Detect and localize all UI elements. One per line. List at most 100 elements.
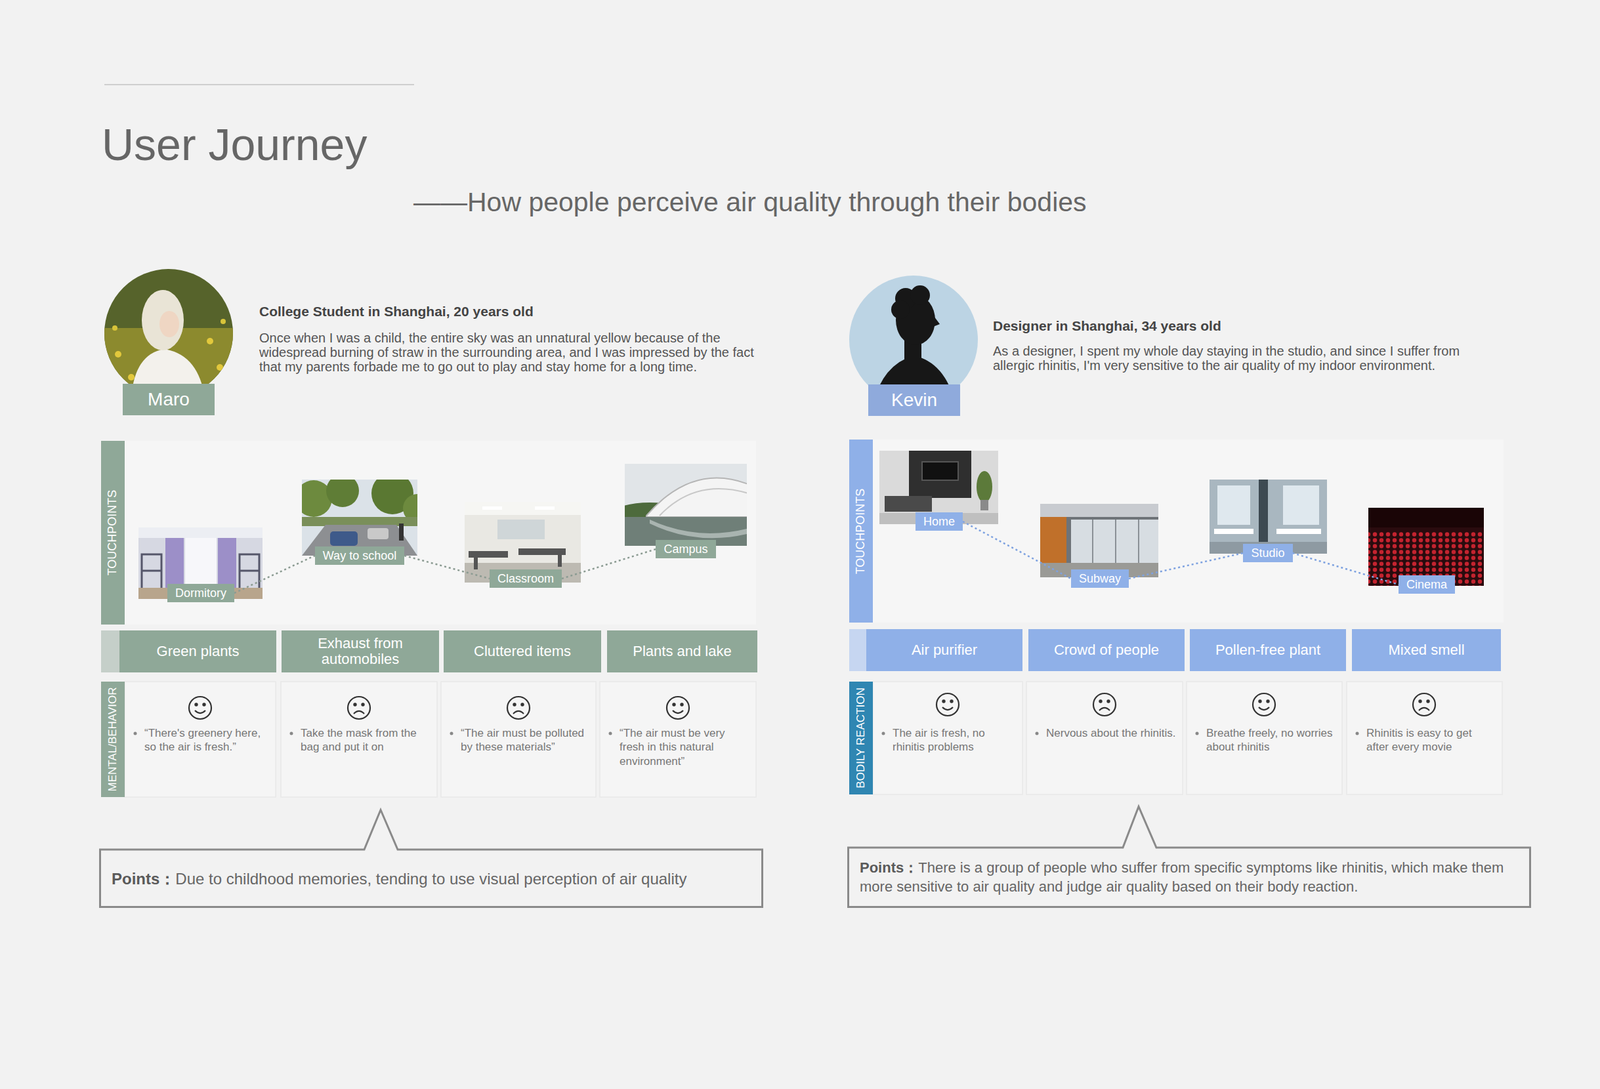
cell-grounds xyxy=(1026,681,1183,795)
factor-text: Cluttered items xyxy=(473,643,571,660)
touchpoint-tag: Classroom xyxy=(489,569,562,589)
touchpoint-panel xyxy=(849,439,1504,623)
smiley-sad xyxy=(507,696,530,720)
campus-photo xyxy=(659,488,747,516)
avatar-kevin xyxy=(931,313,940,327)
band-label: TOUCHPOINTS xyxy=(854,488,868,575)
smiley-happy xyxy=(672,703,675,706)
classroom-photo xyxy=(497,519,545,540)
band-label: MENTAL/BEHAVIOR xyxy=(106,687,120,792)
smiley-sad xyxy=(1418,708,1430,711)
avatar-maro xyxy=(127,374,135,381)
street-photo xyxy=(399,523,404,541)
smiley-happy xyxy=(666,696,690,720)
bullet-dots xyxy=(450,732,454,736)
smiley-happy xyxy=(936,693,959,716)
cell-grounds xyxy=(599,681,757,798)
touchpoint-tag: Subway xyxy=(1071,569,1129,589)
studio-photo xyxy=(1217,485,1251,526)
dotted-connector xyxy=(1128,553,1243,579)
row-strip xyxy=(101,630,120,673)
cinema-photo xyxy=(1368,507,1484,587)
smiley-sad xyxy=(507,696,530,720)
subway-photo xyxy=(1115,519,1117,564)
reaction-text: “The air must be polluted by these mater… xyxy=(460,726,591,755)
classroom-photo xyxy=(468,551,508,558)
studio-photo xyxy=(1209,479,1327,554)
dotted-connector xyxy=(404,555,490,579)
smiley-sad xyxy=(353,711,365,715)
avatar-maro xyxy=(141,290,184,351)
bullet-dots xyxy=(290,732,294,736)
reaction-cell: Take the mask from the bag and put it on xyxy=(280,681,438,798)
persona-heading: Designer in Shanghai, 34 years old xyxy=(992,317,1222,335)
touchpoint-name: Subway xyxy=(1078,571,1121,587)
studio-photo xyxy=(1276,528,1322,535)
dormitory-photo xyxy=(239,570,260,573)
cell-grounds xyxy=(872,681,1023,795)
reaction-text: “There's greenery here, so the air is fr… xyxy=(144,726,271,755)
persona-tag: Kevin xyxy=(868,384,961,417)
dormitory-photo xyxy=(217,538,237,589)
cinema-photo xyxy=(1368,507,1484,528)
smiley-sad xyxy=(1107,700,1110,703)
home-photo xyxy=(976,471,993,503)
factor-box: Green plants xyxy=(119,630,277,673)
avatar-maro xyxy=(216,364,224,371)
smiley-happy xyxy=(942,707,953,711)
street-photo xyxy=(326,479,359,508)
band-bar: MENTAL/BEHAVIOR xyxy=(101,681,125,798)
callout-lead: Points： xyxy=(111,870,176,888)
reaction-cell: Breathe freely, no worries about rhiniti… xyxy=(1186,681,1343,795)
subway-photo xyxy=(1137,519,1140,564)
smiley-happy xyxy=(672,710,684,714)
touchpoint-tag: Cinema xyxy=(1398,575,1455,595)
factor-text: Green plants xyxy=(156,643,240,660)
smiley-happy xyxy=(950,700,953,703)
touchpoints-panel: TOUCHPOINTS Dormitory Way to schoolClassro… xyxy=(101,441,757,625)
smiley-sad xyxy=(1412,693,1436,716)
bullet-dots xyxy=(1355,732,1360,736)
dormitory-photo xyxy=(165,538,184,589)
touchpoint-name: Home xyxy=(923,514,955,530)
street-photo xyxy=(367,528,389,540)
persona-story: As a designer, I spent my whole day stay… xyxy=(992,343,1492,373)
touchpoint-name: Way to school xyxy=(322,548,397,564)
reaction-cell: “The air must be polluted by these mater… xyxy=(441,681,596,798)
insight-callout: Points：There is a group of people who su… xyxy=(847,847,1532,909)
avatar-kevin xyxy=(891,300,910,319)
smiley-happy xyxy=(189,696,212,720)
touchpoint-tag: Studio xyxy=(1242,544,1293,564)
studio-photo xyxy=(1283,485,1320,526)
smiley-sad xyxy=(353,703,356,706)
reaction-text: Rhinitis is easy to get after every movi… xyxy=(1366,726,1497,755)
dotted-connector xyxy=(1292,553,1399,585)
smiley-happy xyxy=(942,700,945,703)
factor-text: Mixed smell xyxy=(1388,642,1465,659)
reaction-cell: Rhinitis is easy to get after every movi… xyxy=(1346,681,1503,795)
bullet-dots xyxy=(882,732,886,736)
street-photo xyxy=(301,479,418,556)
smiley-happy xyxy=(1252,693,1276,716)
row-strip xyxy=(849,629,867,672)
touchpoint-tag: Dormitory xyxy=(167,584,235,604)
factor-box: Crowd of people xyxy=(1028,629,1185,672)
smiley-sad xyxy=(513,703,516,706)
factor-box: Cluttered items xyxy=(443,630,602,673)
dormitory-photo xyxy=(141,570,162,573)
street-photo xyxy=(330,531,358,547)
touchpoint-tag: Way to school xyxy=(315,546,405,566)
dotted-connector xyxy=(561,549,656,579)
studio-photo xyxy=(1209,479,1327,554)
mental-panel: MENTAL/BEHAVIOR “There's greenery here, s… xyxy=(101,681,757,798)
persona-name: Maro xyxy=(147,389,190,411)
smiley-happy xyxy=(666,696,690,720)
home-photo xyxy=(908,450,972,499)
classroom-photo xyxy=(482,506,503,510)
band-bar: TOUCHPOINTS xyxy=(101,441,125,625)
callout-paragraph: Points：There is a group of people who su… xyxy=(859,859,1519,897)
factor-text: Plants and lake xyxy=(632,643,732,660)
smiley-happy xyxy=(194,703,197,706)
smiley-sad xyxy=(347,696,371,720)
persona-name: Kevin xyxy=(891,390,938,411)
